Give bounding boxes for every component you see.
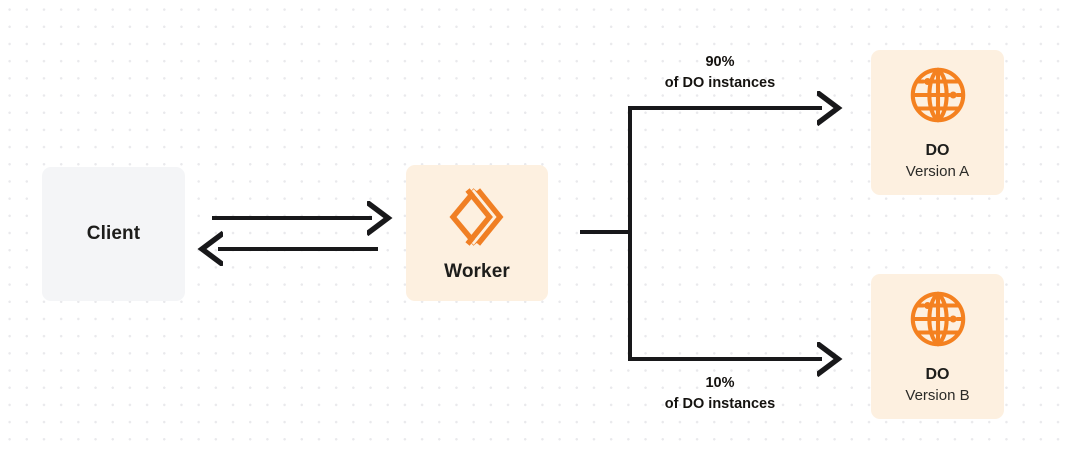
node-client-label: Client bbox=[86, 222, 141, 244]
node-do-b-sublabel: Version B bbox=[905, 386, 970, 404]
edge-label-do-b-percent: 10% bbox=[705, 375, 735, 391]
node-client: Client bbox=[42, 167, 185, 301]
node-worker: Worker bbox=[406, 165, 548, 301]
edge-worker-branch-trunk bbox=[580, 110, 632, 357]
node-do-version-a: DO Version A bbox=[871, 50, 1004, 195]
edge-label-do-a: 90% of DO instances bbox=[610, 52, 830, 93]
node-do-a-label: DO bbox=[925, 142, 950, 160]
node-do-a-sublabel: Version A bbox=[905, 162, 970, 180]
globe-icon bbox=[907, 64, 969, 126]
edge-label-do-a-percent: 90% bbox=[705, 54, 735, 70]
node-do-b-label: DO bbox=[925, 366, 950, 384]
edge-label-do-b: 10% of DO instances bbox=[610, 373, 830, 414]
edge-label-do-b-caption: of DO instances bbox=[664, 395, 776, 412]
edge-label-do-a-caption: of DO instances bbox=[664, 74, 776, 91]
cloudflare-workers-icon bbox=[444, 184, 510, 250]
node-worker-label: Worker bbox=[444, 260, 510, 282]
node-do-version-b: DO Version B bbox=[871, 274, 1004, 419]
globe-icon bbox=[907, 288, 969, 350]
